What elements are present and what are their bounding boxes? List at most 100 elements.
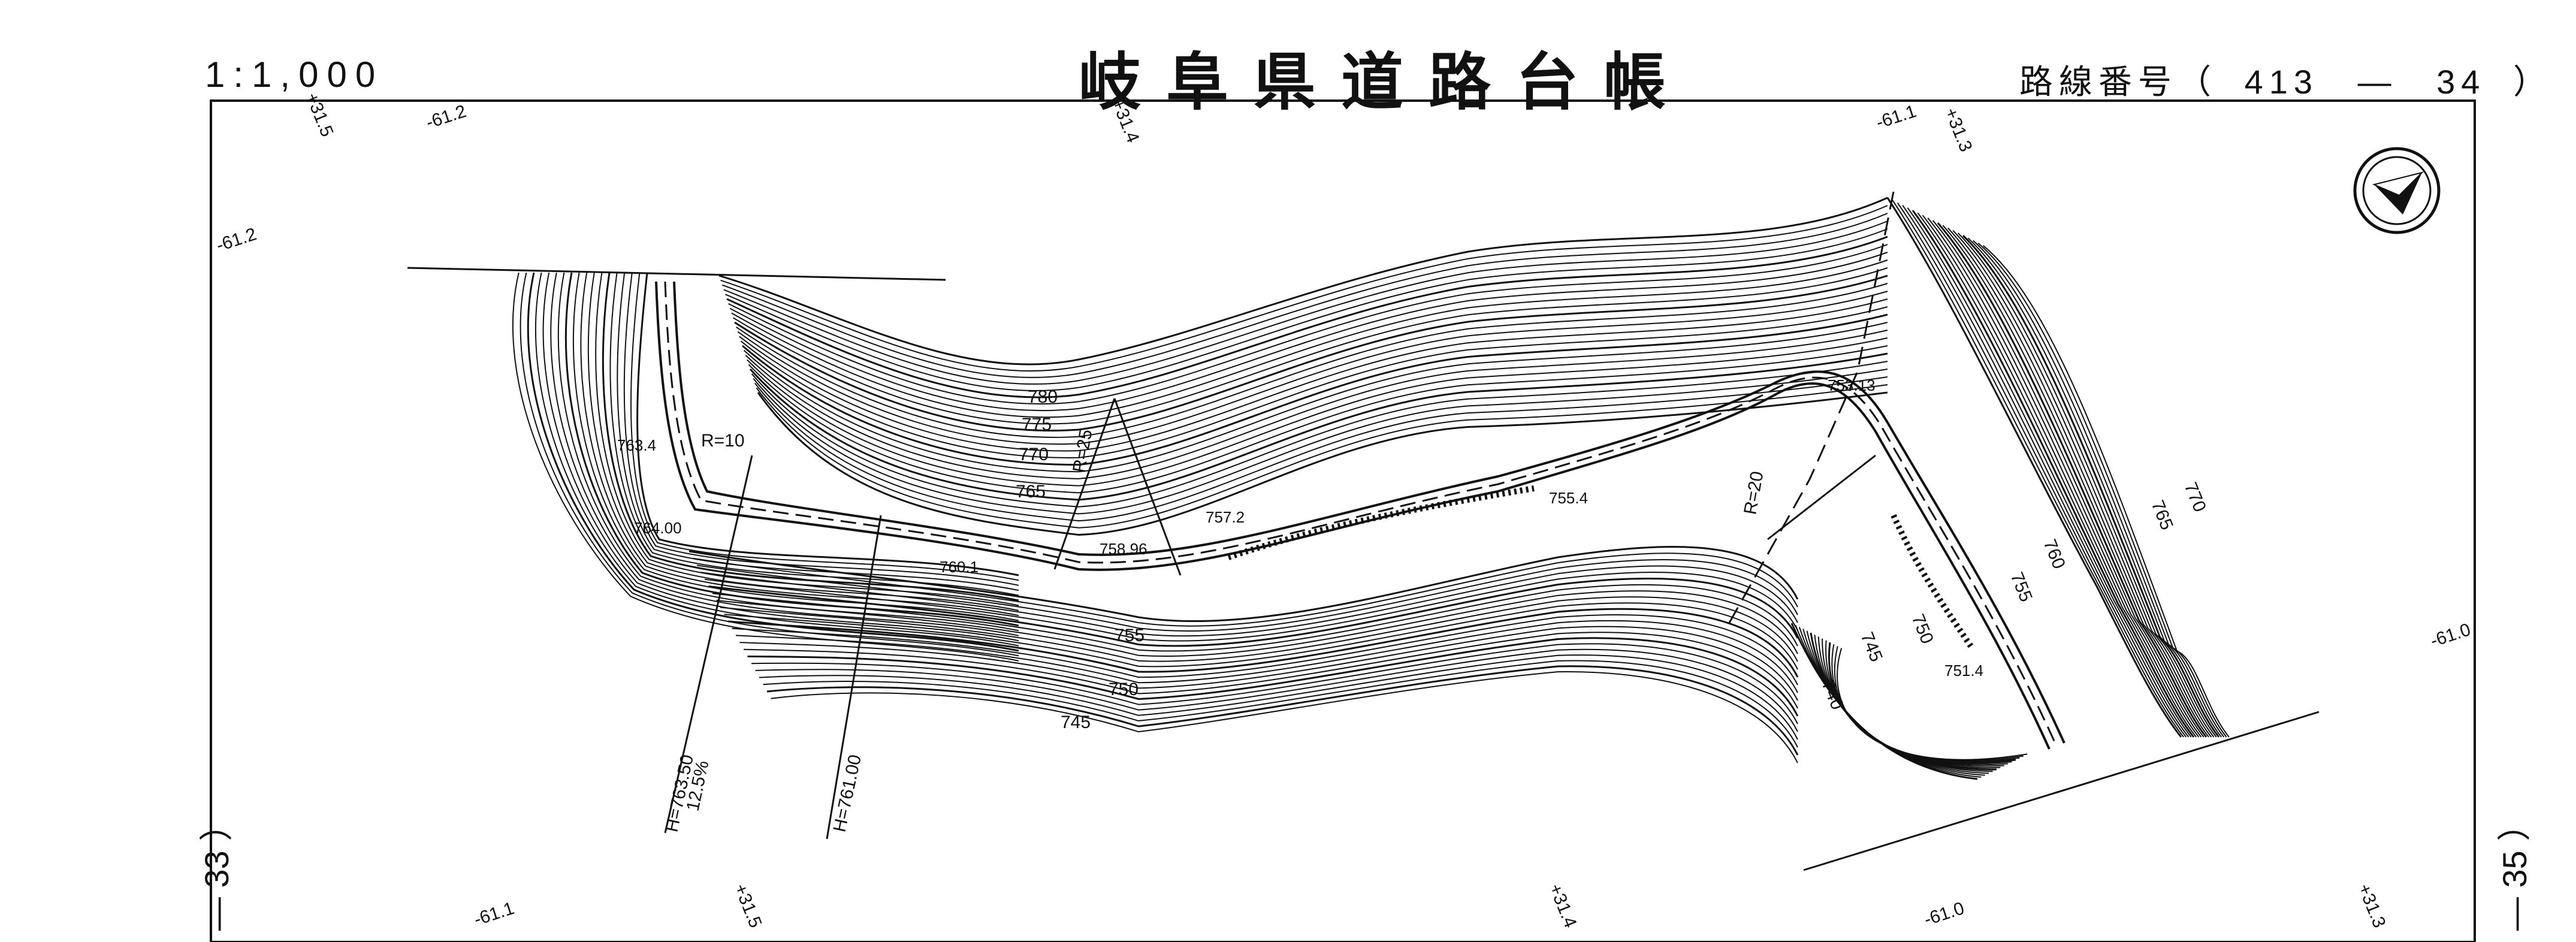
contour-line <box>1973 240 2225 738</box>
contour-line <box>721 213 1888 378</box>
contour-line <box>734 274 1888 432</box>
contour-line <box>759 654 1798 740</box>
contour-line <box>527 272 1019 652</box>
contour-line <box>755 648 1798 732</box>
contour-line <box>724 602 1798 670</box>
contour-line <box>723 221 1888 385</box>
tick-bottom-1: -61.1 <box>472 898 517 930</box>
contour-line <box>1962 234 2220 738</box>
contour-line <box>1907 207 2192 738</box>
ridge-dashed-line <box>1725 191 1895 630</box>
contour-line <box>636 272 1019 576</box>
spot-elevation: 755.4 <box>1549 489 1588 507</box>
contour-line <box>743 322 1888 473</box>
contour-line <box>743 632 1798 709</box>
contour-line <box>1967 237 2222 738</box>
spot-elevation: 763.4 <box>617 436 656 454</box>
contour-line <box>1957 233 2217 738</box>
road-edge-upper <box>655 281 2050 750</box>
contour-line <box>564 272 1019 627</box>
contour-line <box>1837 648 2028 760</box>
contour-line <box>732 614 1798 686</box>
map-frame <box>210 99 2476 942</box>
contour-line <box>572 272 1019 621</box>
grid-ticks: +31.5 -61.2 +31.4 -61.1 +31.3 -61.2 -61.… <box>214 90 2473 931</box>
tick-top-1: +31.5 <box>302 90 337 140</box>
contour-line <box>763 660 1798 748</box>
contour-line <box>1917 212 2197 738</box>
contour-line <box>693 552 1798 627</box>
contour-line <box>718 197 1888 366</box>
curve-radius: R=20 <box>1740 470 1767 516</box>
contour-line <box>700 565 1798 637</box>
spot-elevation: 751.4 <box>1944 662 1983 680</box>
contour-line <box>1922 215 2200 738</box>
contour-line <box>749 352 1888 501</box>
contour-line <box>520 272 1019 657</box>
contour-line <box>756 384 1888 529</box>
contour-line <box>1896 202 2187 738</box>
contour-line <box>1892 200 2184 738</box>
spot-elevations: 763.4 764.00 760.1 758.96 757.2 755.4 75… <box>617 376 1983 680</box>
contour-label: 750 <box>1109 680 1138 699</box>
contour-line <box>1942 225 2209 738</box>
north-arrow-icon <box>2353 147 2441 234</box>
curve-radius: R=10 <box>701 431 745 451</box>
contour-line <box>739 626 1798 701</box>
contour-label: 745 <box>1061 712 1091 732</box>
contour-line <box>736 283 1888 438</box>
route-prefix: 路線番号（ <box>2019 63 2217 101</box>
contour-line <box>712 584 1798 652</box>
contour-line <box>753 369 1888 515</box>
contour-line <box>745 330 1888 479</box>
contour-line <box>748 345 1888 494</box>
contour-line <box>1982 245 2230 738</box>
contour-line <box>725 228 1888 391</box>
contour-label: 750 <box>1908 611 1937 647</box>
road-edge-lower <box>673 281 2065 744</box>
contour-line <box>617 272 1019 591</box>
contour-line <box>728 244 1888 405</box>
contour-line <box>1825 640 2012 765</box>
curve-radius: R=25 <box>1069 428 1096 474</box>
contour-line <box>1937 222 2207 738</box>
contour-line <box>1902 205 2190 738</box>
contour-line <box>720 205 1888 372</box>
contour-line <box>742 313 1888 466</box>
contour-line <box>720 596 1798 662</box>
spot-elevation: 758.96 <box>1100 540 1147 558</box>
contour-line <box>735 620 1798 693</box>
contour-line <box>757 391 1888 536</box>
contour-label: 765 <box>1016 482 1046 502</box>
contour-line <box>696 558 1798 632</box>
contour-label: 745 <box>1857 629 1886 665</box>
contour-line <box>1886 197 2182 738</box>
contour-line <box>747 337 1888 487</box>
road <box>655 191 2065 750</box>
contour-line <box>1977 242 2227 738</box>
route-suffix: ） <box>2512 63 2553 101</box>
contour-line <box>708 577 1799 647</box>
contour-line <box>751 361 1888 508</box>
contour-line <box>1927 217 2202 738</box>
contour-line <box>1822 638 2009 766</box>
contour-line <box>716 590 1798 657</box>
spot-elevation: 757.2 <box>1206 508 1245 526</box>
tick-top-5: +31.3 <box>1941 105 1976 155</box>
route-number: 路線番号（ 413 — 34 ） <box>2019 55 2553 104</box>
contour-line <box>1932 220 2204 738</box>
tick-bottom-2: +31.5 <box>730 881 766 931</box>
contour-line <box>1947 227 2212 738</box>
tick-bottom-4: -61.0 <box>1922 898 1967 930</box>
contour-line <box>726 236 1888 398</box>
cut-line-top <box>407 267 946 281</box>
contour-line <box>739 298 1888 452</box>
contour-line <box>1911 210 2195 738</box>
guardrail <box>1227 485 1535 560</box>
route-sheet: 34 <box>2436 63 2486 101</box>
tick-top-3: +31.4 <box>1108 96 1143 146</box>
tick-bottom-3: +31.4 <box>1545 881 1581 931</box>
route-dash: — <box>2357 63 2397 101</box>
contour-label: 765 <box>2148 497 2177 533</box>
